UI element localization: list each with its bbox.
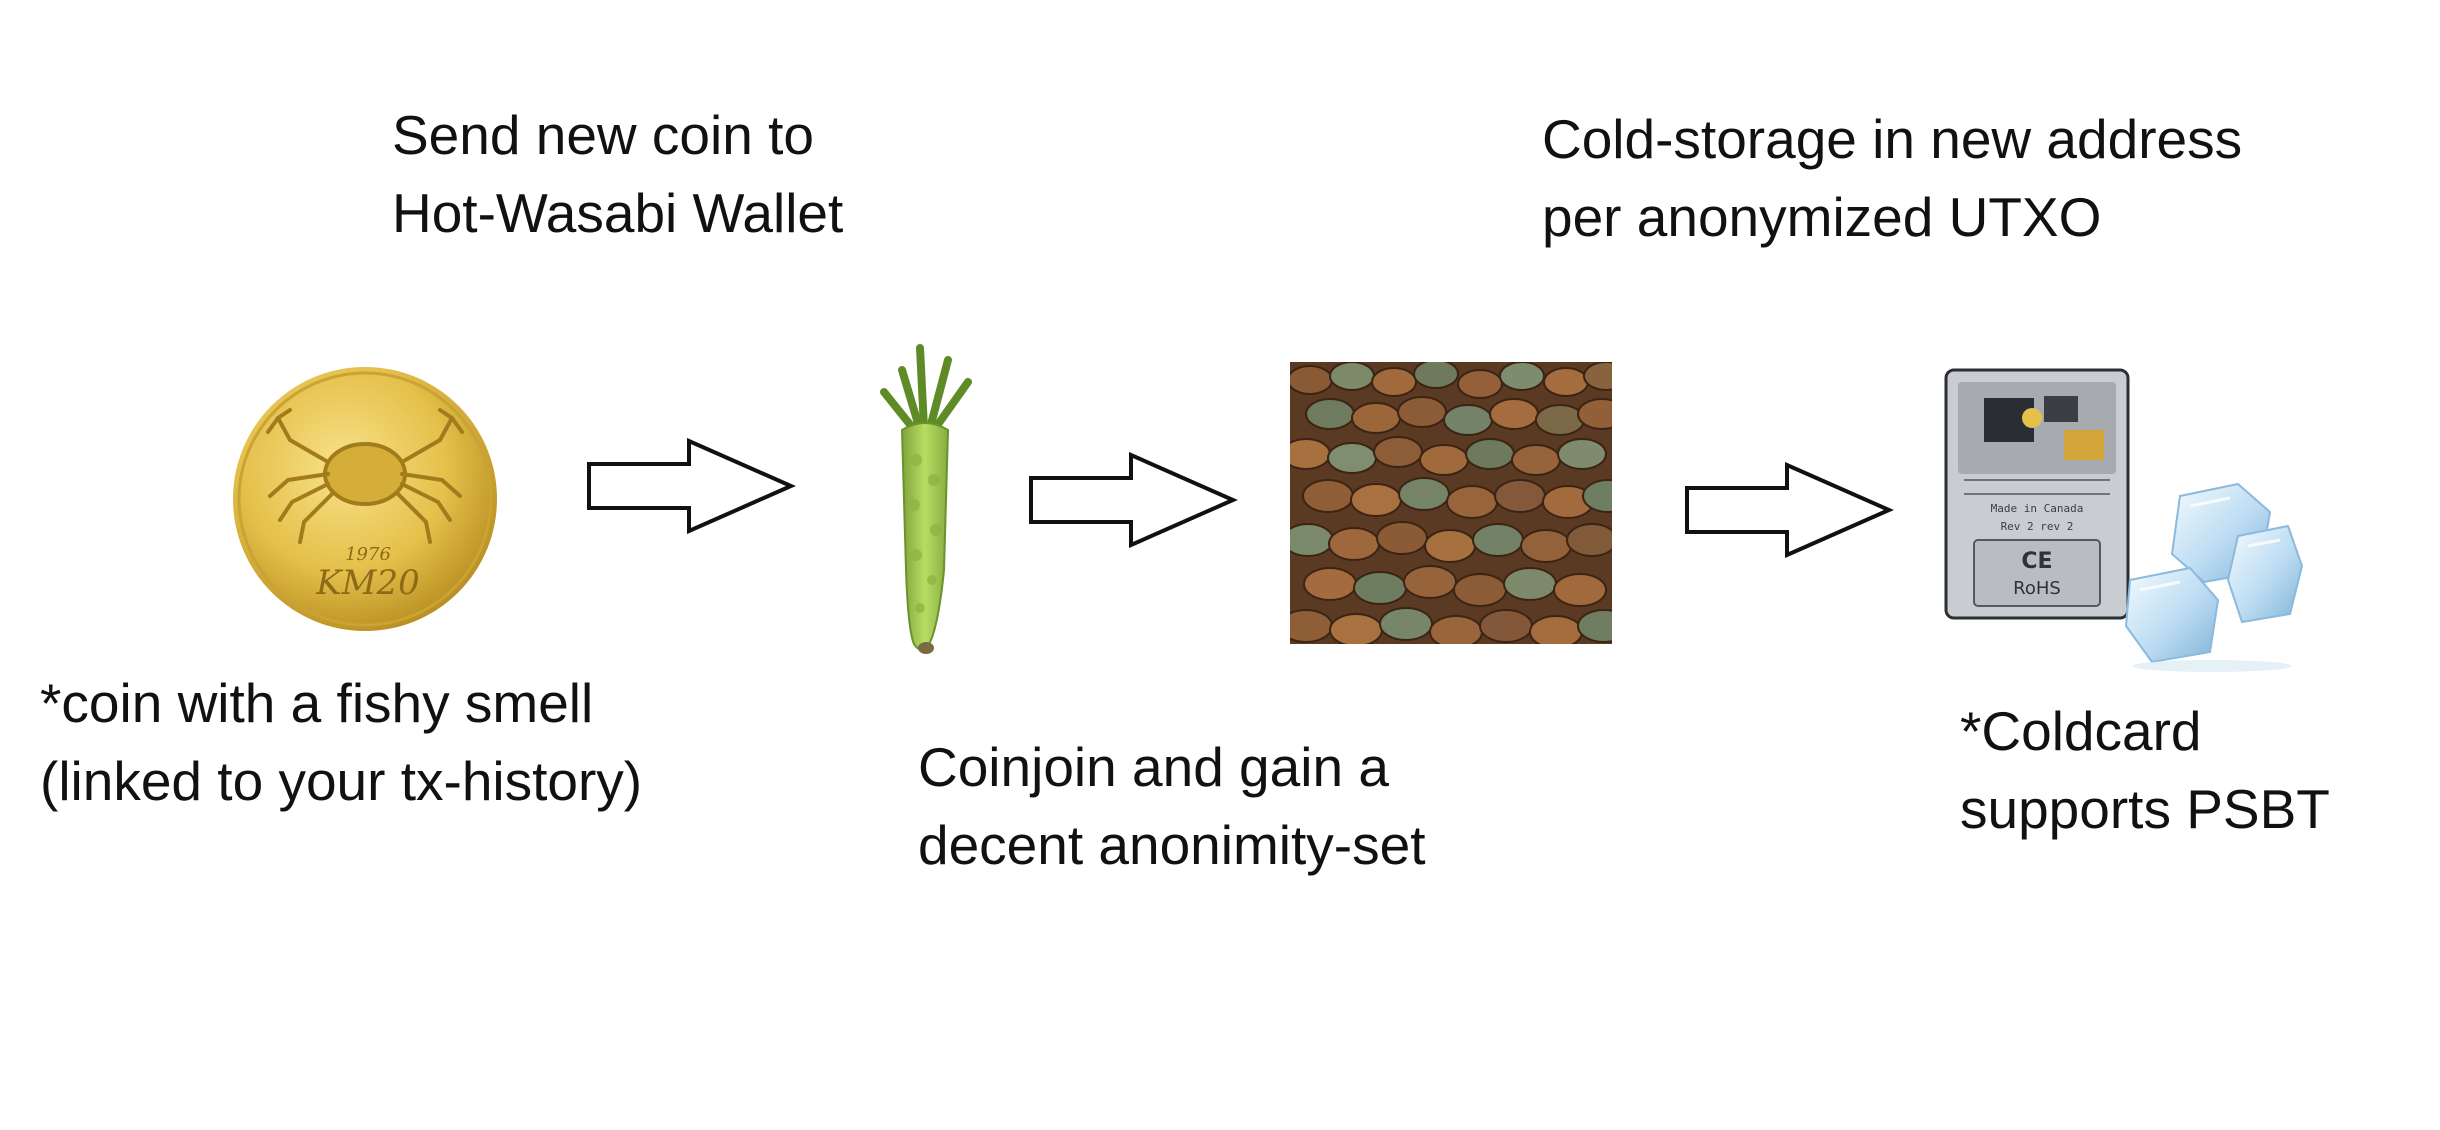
coldcard-origin: Made in Canada	[1991, 502, 2084, 515]
caption-cold-storage: Cold-storage in new address per anonymiz…	[1542, 100, 2242, 256]
coldcard-rohs-mark: RoHS	[2013, 578, 2061, 599]
caption-line: Cold-storage in new address	[1542, 108, 2243, 170]
caption-line: per anonymized UTXO	[1542, 186, 2102, 248]
caption-line: decent anonimity-set	[918, 814, 1426, 876]
caption-line: *Coldcard	[1960, 700, 2202, 762]
coin-pile-icon	[1290, 362, 1612, 644]
caption-line: Send new coin to	[392, 104, 814, 166]
caption-hot-wasabi: Send new coin to Hot-Wasabi Wallet	[392, 96, 843, 252]
caption-line: (linked to your tx-history)	[40, 750, 643, 812]
caption-line: Hot-Wasabi Wallet	[392, 182, 844, 244]
coldcard-rev: Rev 2 rev 2	[2001, 520, 2074, 533]
coldcard-device-icon: Made in Canada Rev 2 rev 2 CE RoHS	[1944, 368, 2130, 620]
wasabi-root-icon	[880, 344, 972, 654]
caption-coinjoin: Coinjoin and gain a decent anonimity-set	[918, 728, 1426, 884]
arrow-right-icon	[1029, 452, 1238, 548]
crab-coin-icon: 1976 KM20	[233, 367, 497, 631]
caption-fishy-coin: *coin with a fishy smell (linked to your…	[40, 664, 642, 820]
coin-mark: KM20	[315, 563, 419, 603]
coin-year: 1976	[345, 544, 391, 565]
caption-coldcard: *Coldcard supports PSBT	[1960, 692, 2330, 848]
caption-line: *coin with a fishy smell	[40, 672, 594, 734]
coldcard-ce-mark: CE	[2021, 549, 2052, 574]
caption-line: Coinjoin and gain a	[918, 736, 1389, 798]
caption-line: supports PSBT	[1960, 778, 2330, 840]
arrow-right-icon	[1685, 462, 1894, 558]
arrow-right-icon	[587, 438, 796, 534]
ice-cubes-icon	[2124, 482, 2304, 672]
